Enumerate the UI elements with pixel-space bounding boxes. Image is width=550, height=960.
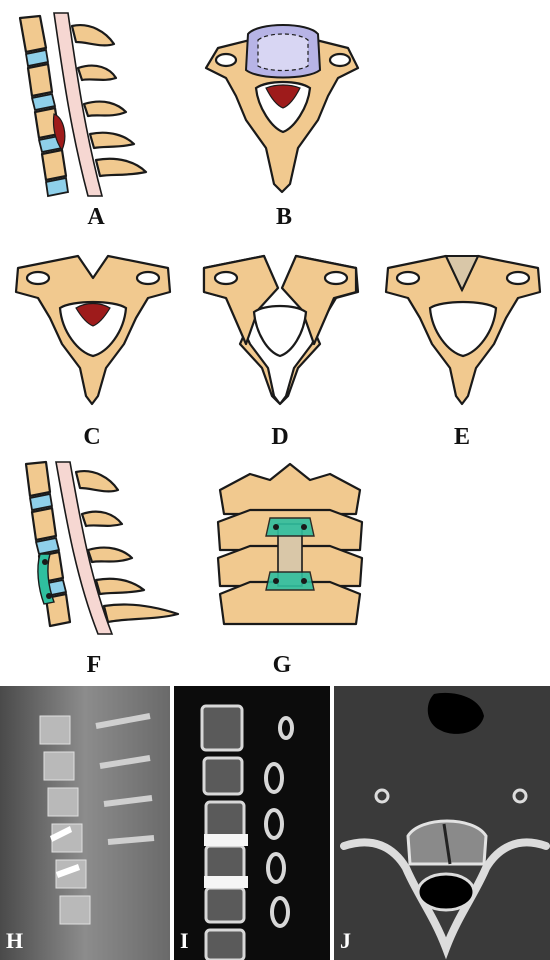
label-e: E: [432, 424, 492, 451]
label-i: I: [180, 928, 189, 954]
panel-f-illustration: [14, 458, 194, 638]
panel-c-illustration: [8, 248, 178, 408]
panel-a-illustration: [10, 8, 160, 198]
panel-b-illustration: [198, 8, 368, 198]
label-h: H: [6, 928, 23, 954]
label-a: A: [66, 204, 126, 231]
panel-g-illustration: [210, 460, 370, 640]
label-b: B: [254, 204, 314, 231]
panel-d-illustration: [196, 248, 366, 408]
panel-j-ct: [334, 686, 550, 960]
label-f: F: [64, 652, 124, 679]
label-c: C: [62, 424, 122, 451]
panel-e-illustration: [378, 248, 548, 408]
panel-h-xray: [0, 686, 170, 960]
label-d: D: [250, 424, 310, 451]
panel-i-ct: [174, 686, 330, 960]
label-g: G: [252, 652, 312, 679]
label-j: J: [340, 928, 351, 954]
